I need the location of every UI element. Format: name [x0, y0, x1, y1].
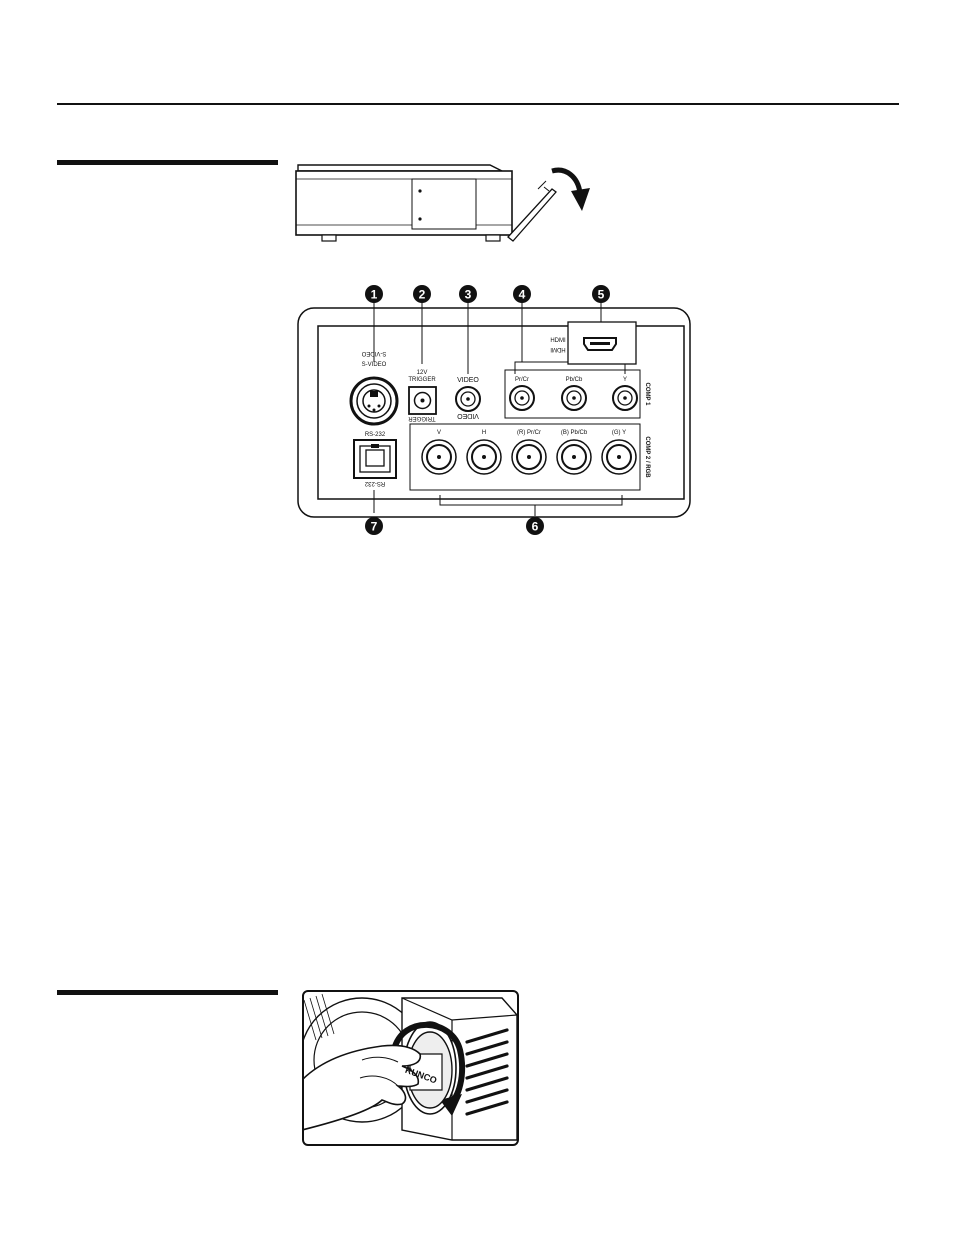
header-rule [57, 103, 899, 105]
rs232-label-flipped: RS-232 [364, 480, 385, 486]
comp1-label-pb: Pb/Cb [566, 377, 583, 383]
callout-7: 7 [371, 520, 378, 534]
comp1-title: COMP 1 [644, 383, 650, 407]
callout-4: 4 [519, 288, 526, 302]
comp2-label-r: (R) Pr/Cr [517, 430, 541, 436]
projector-side-view [290, 155, 600, 250]
callout-1: 1 [371, 288, 378, 302]
section-bar-rear-panel [57, 160, 278, 165]
svideo-label: S-VIDEO [362, 362, 387, 368]
hdmi-label: HDMI [550, 338, 566, 344]
comp1-label-y: Y [623, 377, 627, 383]
trigger-label-bottom: TRIGGER [408, 377, 436, 383]
trigger-label-top: 12V [417, 370, 428, 376]
trigger-label-flipped: TRIGGER [408, 415, 436, 421]
comp2-label-g: (G) Y [612, 430, 626, 436]
callout-6: 6 [532, 520, 539, 534]
comp2-title: COMP 2 / RGB [644, 436, 650, 478]
svideo-label-flipped: S-VIDEO [361, 350, 386, 356]
rear-connector-panel: 1 2 3 4 5 6 7 S-VIDEO S-VIDEO 12V TRIGGE… [290, 280, 700, 545]
lens-cap-illustration: RUNCO [302, 990, 520, 1148]
comp2-label-b: (B) Pb/Cb [561, 430, 588, 436]
rs232-label: RS-232 [365, 432, 386, 438]
callout-2: 2 [419, 288, 426, 302]
video-label: VIDEO [457, 377, 479, 384]
comp2-label-v: V [437, 430, 441, 436]
video-label-flipped: VIDEO [457, 412, 479, 419]
comp1-label-pr: Pr/Cr [515, 377, 529, 383]
hdmi-label-flipped: HDMI [550, 346, 566, 352]
callout-5: 5 [598, 288, 605, 302]
section-bar-lens-cap [57, 990, 278, 995]
callout-3: 3 [465, 288, 472, 302]
comp2-label-h: H [482, 430, 486, 436]
